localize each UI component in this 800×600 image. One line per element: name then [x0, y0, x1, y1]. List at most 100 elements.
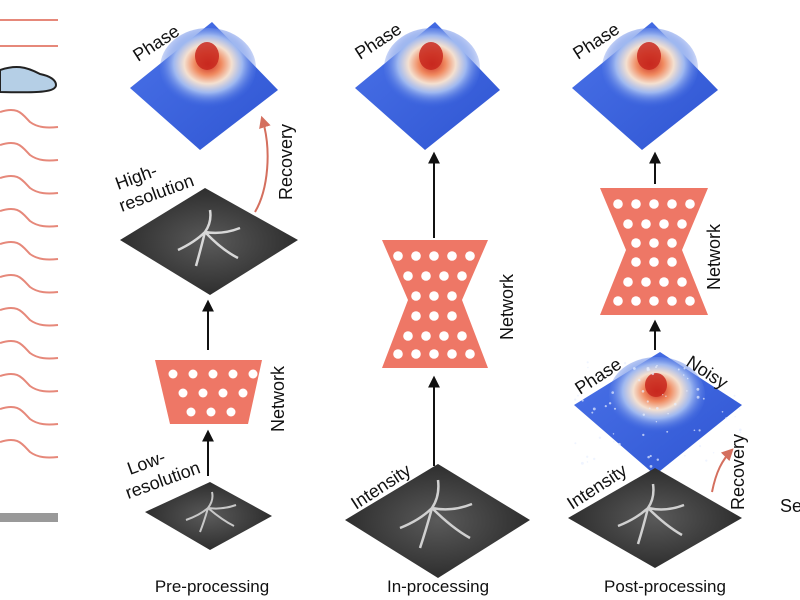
network-node — [238, 388, 248, 398]
recovery-label: Recovery — [276, 124, 296, 200]
noise-speckle — [646, 366, 650, 370]
noise-speckle — [608, 402, 612, 405]
wave-curve — [0, 306, 59, 327]
noise-speckle — [674, 402, 677, 406]
intensity-image-3 — [568, 468, 742, 568]
recovery-arrow — [711, 448, 734, 493]
network-node — [613, 296, 623, 306]
high-resolution-image — [120, 188, 298, 295]
noise-speckle — [633, 367, 636, 370]
network-node — [623, 219, 633, 229]
noisy-phase-surface — [574, 352, 742, 475]
noise-speckle — [642, 433, 645, 437]
noise-speckle — [682, 374, 685, 376]
noise-speckle — [598, 436, 602, 440]
network-node — [659, 277, 669, 287]
network-node — [403, 331, 413, 341]
column-in-processing: Phase Network Intensity In-processing — [345, 19, 530, 596]
network-node — [623, 277, 633, 287]
network-node — [218, 388, 228, 398]
noise-speckle — [666, 430, 669, 433]
recovery-label: Recovery — [728, 434, 748, 510]
noise-speckle — [611, 391, 615, 394]
noise-speckle — [651, 372, 655, 376]
network-node — [631, 199, 641, 209]
low-resolution-image — [145, 482, 272, 550]
noise-speckle — [613, 440, 615, 443]
noise-speckle — [613, 407, 617, 410]
network-node — [421, 331, 431, 341]
noise-speckle — [684, 454, 686, 457]
noise-speckle — [592, 407, 596, 411]
noise-speckle — [721, 410, 724, 413]
network-node — [667, 296, 677, 306]
caption-in-processing: In-processing — [387, 577, 489, 596]
noise-speckle — [665, 395, 667, 398]
network-node — [667, 199, 677, 209]
noise-speckle — [702, 397, 705, 400]
network-node — [393, 251, 403, 261]
noise-speckle — [649, 454, 652, 458]
network-node — [439, 271, 449, 281]
network-node — [186, 407, 196, 417]
noise-speckle — [655, 406, 659, 410]
network-node — [188, 369, 198, 379]
network-node — [178, 388, 188, 398]
intensity-image-2 — [345, 464, 530, 578]
noise-speckle — [696, 387, 700, 391]
noise-speckle — [612, 433, 615, 435]
network-node — [411, 291, 421, 301]
network-node — [631, 296, 641, 306]
network-node — [393, 349, 403, 359]
noise-speckle — [656, 458, 660, 461]
noise-speckle — [581, 399, 584, 402]
noise-speckle — [699, 445, 702, 448]
network-node — [403, 271, 413, 281]
network-block-2 — [382, 240, 488, 368]
phase-surface-3 — [572, 22, 718, 150]
noise-speckle — [638, 379, 641, 382]
wave-curve — [0, 240, 59, 261]
network-node — [429, 311, 439, 321]
wave-curve — [0, 372, 59, 393]
noise-speckle — [677, 368, 680, 371]
network-node — [447, 349, 457, 359]
network-node — [198, 388, 208, 398]
network-label: Network — [704, 223, 724, 290]
network-node — [465, 349, 475, 359]
noise-speckle — [586, 461, 589, 463]
noise-speckle — [693, 429, 696, 432]
network-node — [457, 331, 467, 341]
wave-curve — [0, 108, 59, 129]
network-label: Network — [268, 365, 288, 432]
noise-speckle — [733, 394, 736, 397]
wave-curve — [0, 174, 59, 195]
noise-speckle — [655, 421, 658, 423]
network-node — [641, 277, 651, 287]
noise-speckle — [648, 407, 651, 410]
network-block-3 — [600, 188, 708, 315]
network-node — [208, 369, 218, 379]
network-node — [649, 296, 659, 306]
network-node — [429, 251, 439, 261]
noise-speckle — [604, 405, 607, 408]
network-node — [685, 296, 695, 306]
noise-speckle — [686, 377, 689, 380]
noise-speckle — [596, 377, 598, 379]
noise-speckle — [577, 394, 579, 397]
wave-curve — [0, 438, 59, 459]
network-node — [613, 199, 623, 209]
noise-speckle — [667, 412, 669, 415]
blob-shape — [0, 65, 58, 94]
recovery-arrow — [254, 115, 271, 213]
noise-speckle — [587, 366, 589, 369]
wave-curves — [0, 108, 59, 459]
network-node — [447, 291, 457, 301]
wave-curve — [0, 141, 59, 162]
network-node — [465, 251, 475, 261]
network-node — [447, 311, 457, 321]
network-node — [631, 238, 641, 248]
noise-speckle — [655, 366, 657, 369]
network-node — [649, 199, 659, 209]
network-node — [649, 257, 659, 267]
